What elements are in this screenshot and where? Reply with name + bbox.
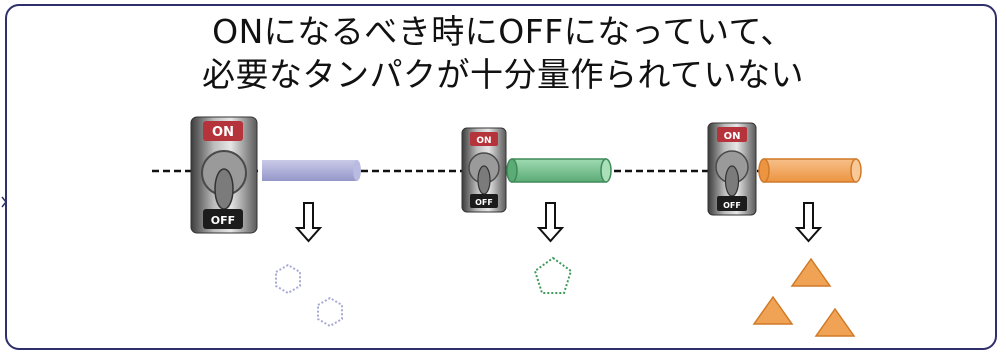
switch-1-off-label: OFF (211, 214, 235, 227)
toggle-switch-3: ON OFF (707, 122, 757, 216)
title-line-2: 必要なタンパクが十分量作られていない (201, 55, 804, 94)
switch-3-on-label: ON (724, 131, 741, 142)
gene-1-cylinder (262, 160, 361, 181)
gene-3-cylinder (758, 158, 862, 183)
switch-2-on-label: ON (476, 136, 491, 146)
toggle-switch-1: ON OFF (190, 116, 258, 234)
protein-2-pentagon (533, 256, 573, 294)
switch-2-off-label: OFF (475, 198, 493, 207)
protein-3a-triangle (790, 257, 832, 287)
switch-3-off-label: OFF (723, 201, 741, 210)
gene-2-cylinder (506, 158, 612, 183)
left-edge-chevron-icon (1, 196, 7, 208)
arrow-down-icon-1 (294, 202, 323, 243)
protein-3c-triangle (814, 307, 856, 337)
protein-3b-triangle (752, 295, 794, 325)
toggle-switch-2: ON OFF (461, 127, 507, 213)
switch-1-on-label: ON (212, 125, 234, 140)
arrow-down-icon-3 (794, 202, 823, 243)
protein-1b-hexagon (317, 296, 343, 328)
protein-1a-hexagon (275, 263, 301, 295)
title-line-1: ONになるべき時にOFFになっていて、 (212, 12, 794, 51)
arrow-down-icon-2 (536, 202, 565, 243)
